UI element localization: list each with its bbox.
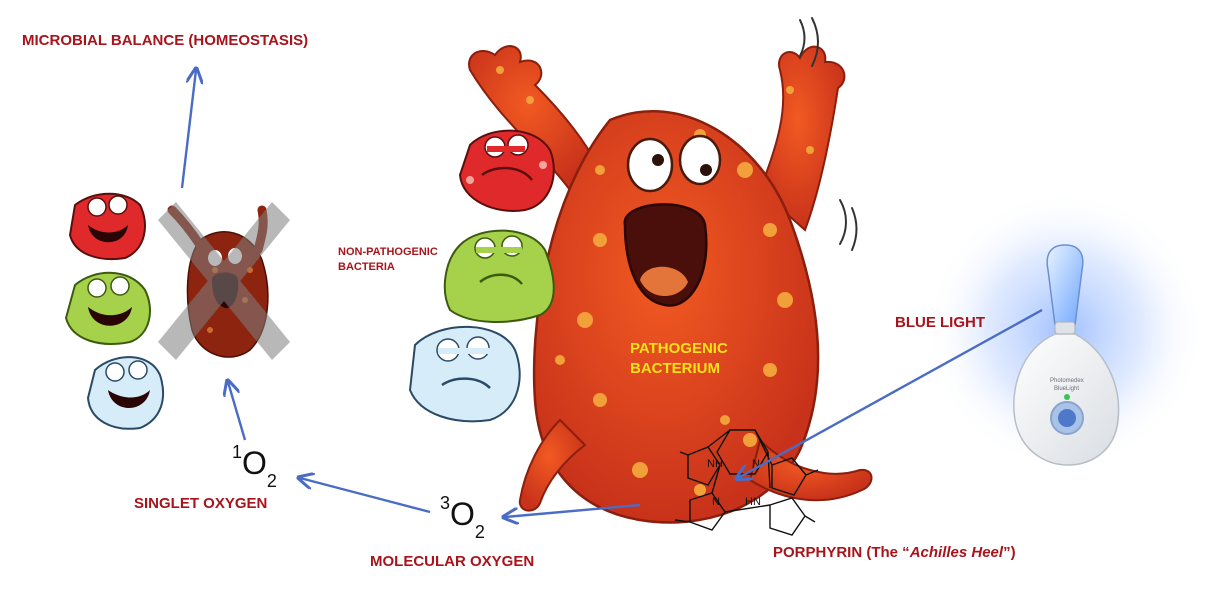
arrow-singlet-oxygen-to-cluster (228, 382, 247, 441)
pathogenic-bacterium-illustration (468, 17, 873, 524)
molecular-oxygen-label: MOLECULAR OXYGEN (370, 553, 535, 570)
singlet-oxygen-label: SINGLET OXYGEN (134, 495, 268, 512)
molecular-oxygen-symbol: O (450, 496, 475, 532)
molecular-oxygen-subscript: 2 (474, 522, 485, 543)
molecular-oxygen-superscript: 3 (440, 493, 451, 514)
device-model-text: BlueLight (1054, 386, 1079, 392)
arrow-cluster-to-balance (180, 70, 196, 189)
singlet-oxygen-formula: 1O2 (232, 443, 277, 490)
porphyrin-label-suffix: ”) (1003, 544, 1016, 561)
porphyrin-atom-n-bottom: N (712, 496, 720, 508)
arrow-porphyrin-to-molecular-oxygen (505, 503, 641, 517)
porphyrin-structure (674, 429, 819, 536)
arrow-molecular-to-singlet-oxygen (300, 478, 431, 514)
porphyrin-atom-hn: HN (745, 496, 761, 508)
blue-bacterium-illustration (408, 325, 521, 423)
porphyrin-atom-nh: NH (707, 458, 723, 470)
blue-light-device-illustration: Photomedex BlueLight (925, 190, 1205, 470)
device-brand-text: Photomedex (1050, 378, 1084, 384)
porphyrin-label: PORPHYRIN (The “Achilles Heel”) (773, 544, 1016, 563)
red-bacterium-illustration (458, 129, 555, 212)
pathogenic-label-line2: BACTERIUM (630, 360, 720, 377)
left-green-bacterium-illustration (64, 271, 151, 345)
molecular-oxygen-formula: 3O2 (440, 494, 485, 541)
porphyrin-label-italic: Achilles Heel (909, 544, 1004, 561)
arrows (180, 70, 1043, 517)
singlet-oxygen-symbol: O (242, 445, 267, 481)
left-blue-bacterium-illustration (86, 356, 165, 430)
microbial-balance-label: MICROBIAL BALANCE (HOMEOSTASIS) (22, 32, 309, 49)
pathogenic-label-line1: PATHOGENIC (630, 340, 728, 357)
singlet-oxygen-subscript: 2 (266, 471, 277, 492)
green-bacterium-illustration (443, 229, 555, 323)
non-pathogenic-label-line2: BACTERIA (338, 261, 395, 273)
crossed-out-pathogen-illustration (158, 202, 290, 360)
singlet-oxygen-superscript: 1 (232, 442, 243, 463)
blue-light-label: BLUE LIGHT (895, 314, 985, 331)
porphyrin-label-prefix: PORPHYRIN (The “ (773, 544, 910, 561)
porphyrin-atom-n-top: N (752, 458, 760, 470)
non-pathogenic-label-line1: NON-PATHOGENIC (338, 246, 438, 258)
arrow-blue-light-to-porphyrin (738, 308, 1043, 478)
left-red-bacterium-illustration (68, 192, 146, 261)
